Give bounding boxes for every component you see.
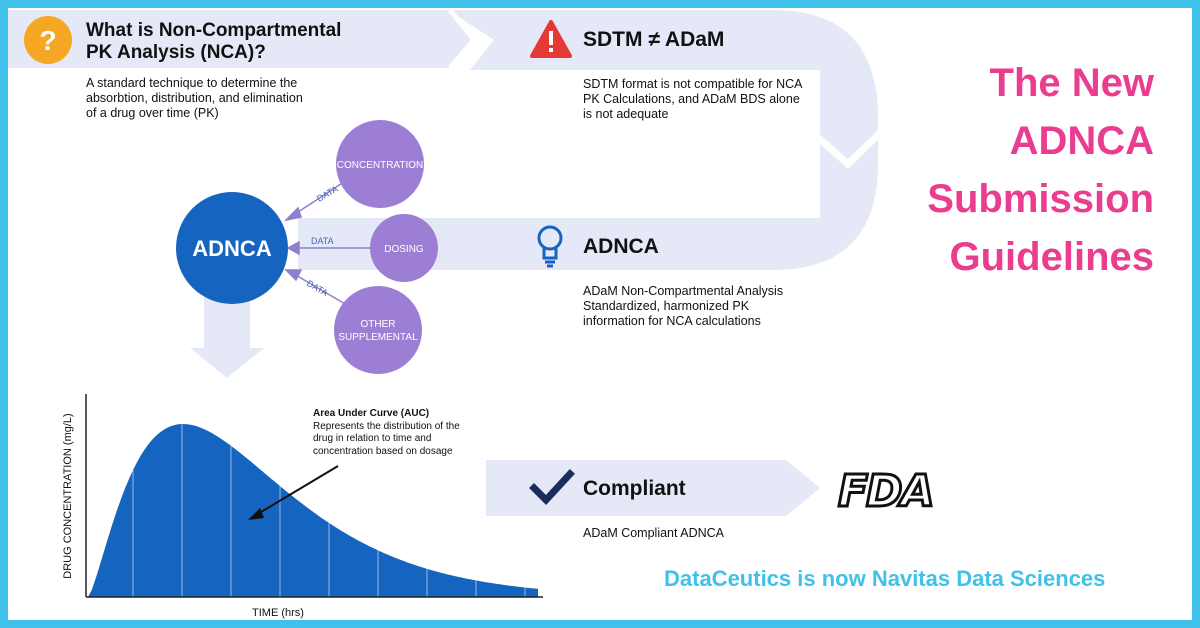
chevron-divider-right bbox=[810, 130, 883, 169]
adnca-hub bbox=[176, 192, 288, 304]
auc-annotation: Area Under Curve (AUC) Represents the di… bbox=[313, 408, 473, 458]
adnca-description: ADaM Non-Compartmental Analysis Standard… bbox=[583, 284, 784, 328]
warning-icon bbox=[530, 20, 572, 58]
connector-arrowhead bbox=[283, 206, 302, 222]
checkmark-icon bbox=[529, 469, 575, 506]
input-label-concentration: CONCENTRATION bbox=[337, 160, 423, 171]
connector-supplemental bbox=[293, 273, 353, 309]
input-circle-concentration bbox=[336, 120, 424, 208]
adnca-hub-label: ADNCA bbox=[192, 236, 272, 261]
flow-down-arrow bbox=[190, 293, 264, 378]
input-label-dosing: DOSING bbox=[384, 244, 424, 255]
title-line-2: ADNCA bbox=[1009, 119, 1154, 163]
edge-label-concentration: DATA bbox=[315, 184, 340, 204]
sdtm-description: SDTM format is not compatible for NCA PK… bbox=[583, 77, 802, 121]
y-axis-label: DRUG CONCENTRATION (mg/L) bbox=[62, 413, 74, 578]
nca-description: A standard technique to determine the ab… bbox=[86, 76, 303, 120]
title-line-1: The New bbox=[989, 61, 1154, 105]
fda-logo: FDA bbox=[837, 465, 937, 519]
compliant-description: ADaM Compliant ADNCA bbox=[583, 526, 725, 540]
fda-logo-text: FDA bbox=[838, 466, 933, 517]
input-circle-dosing bbox=[370, 214, 438, 282]
svg-text:?: ? bbox=[39, 25, 56, 56]
adnca-heading: ADNCA bbox=[583, 235, 659, 258]
auc-chart: TIME (hrs) DRUG CONCENTRATION (mg/L) bbox=[62, 394, 543, 619]
compliant-heading: Compliant bbox=[583, 477, 686, 500]
flow-arrow-nca bbox=[8, 10, 476, 68]
connector-arrowhead bbox=[284, 269, 303, 282]
tagline: DataCeutics is now Navitas Data Sciences bbox=[664, 566, 1106, 591]
auc-pointer-arrow bbox=[255, 465, 339, 516]
auc-pointer-arrowhead bbox=[248, 508, 264, 520]
edge-label-dosing: DATA bbox=[311, 236, 334, 246]
diagram-canvas: ? DATA DATA DATA ADNC bbox=[8, 8, 937, 619]
lightbulb-icon bbox=[537, 225, 563, 268]
auc-area bbox=[88, 424, 538, 597]
question-icon: ? bbox=[24, 16, 72, 64]
edge-label-supplemental: DATA bbox=[305, 278, 330, 298]
auc-text: Represents the distribution of the drug … bbox=[313, 420, 460, 457]
connector-arrowhead bbox=[286, 240, 300, 256]
page-title: The New ADNCA Submission Guidelines bbox=[814, 54, 1154, 286]
nca-heading: What is Non-Compartmental PK Analysis (N… bbox=[86, 20, 342, 63]
title-line-4: Guidelines bbox=[949, 235, 1155, 279]
input-circle-supplemental bbox=[334, 286, 422, 374]
connector-concentration bbox=[291, 177, 351, 217]
input-label-supplemental-2: SUPPLEMENTAL bbox=[338, 332, 418, 343]
x-axis-label: TIME (hrs) bbox=[252, 607, 304, 619]
input-label-supplemental-1: OTHER bbox=[361, 319, 396, 330]
data-connectors bbox=[283, 177, 378, 309]
flow-arrow-sdtm-adnca bbox=[298, 10, 878, 270]
title-line-3: Submission bbox=[927, 177, 1154, 221]
chevron-divider bbox=[448, 8, 478, 70]
auc-title: Area Under Curve (AUC) bbox=[313, 408, 430, 419]
auc-gridlines bbox=[132, 424, 526, 597]
sdtm-heading: SDTM ≠ ADaM bbox=[583, 28, 725, 51]
